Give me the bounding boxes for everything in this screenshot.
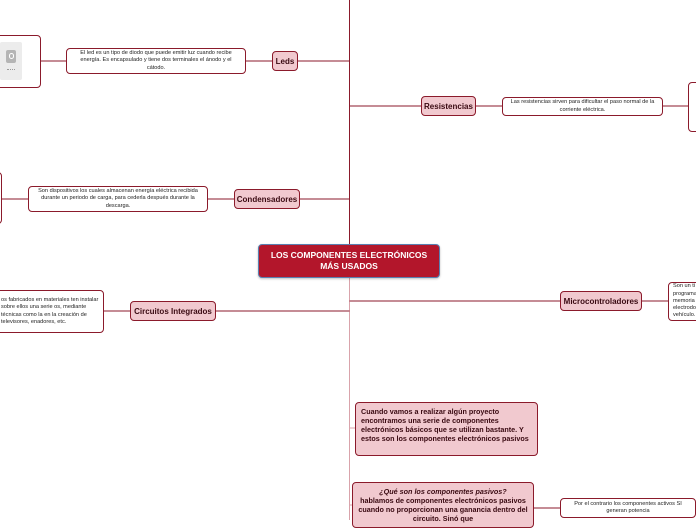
microcontroladores-note[interactable]: Son un ti programa memoria electrodo veh… xyxy=(668,282,696,321)
topic-microcontroladores[interactable]: Microcontroladores xyxy=(560,291,642,311)
topic-leds[interactable]: Leds xyxy=(272,51,298,71)
pasivos-answer: hablamos de componentes electrónicos pas… xyxy=(358,496,528,524)
central-topic[interactable]: LOS COMPONENTES ELECTRÓNICOS MÁS USADOS xyxy=(258,244,440,278)
leds-image-box[interactable] xyxy=(0,35,41,88)
activos-note[interactable]: Por el contrario los componentes activos… xyxy=(560,498,696,518)
leds-note[interactable]: El led es un tipo de diodo que puede emi… xyxy=(66,48,246,74)
condensadores-image-box[interactable] xyxy=(0,172,2,224)
pasivos-paragraph[interactable]: ¿Qué son los componentes pasivos? hablam… xyxy=(352,482,534,528)
topic-condensadores[interactable]: Condensadores xyxy=(234,189,300,209)
topic-circuitos-integrados[interactable]: Circuitos Integrados xyxy=(130,301,216,321)
intro-paragraph[interactable]: Cuando vamos a realizar algún proyecto e… xyxy=(355,402,538,456)
resistencias-image-box[interactable] xyxy=(688,82,696,132)
resistencias-note[interactable]: Las resistencias sirven para dificultar … xyxy=(502,97,663,116)
image-placeholder-icon xyxy=(0,42,22,80)
circuitos-note[interactable]: os fabricados en materiales ten instalar… xyxy=(0,290,104,333)
condensadores-note[interactable]: Son dispositivos los cuales almacenan en… xyxy=(28,186,208,212)
topic-resistencias[interactable]: Resistencias xyxy=(421,96,476,116)
pasivos-question: ¿Qué son los componentes pasivos? xyxy=(379,487,507,496)
